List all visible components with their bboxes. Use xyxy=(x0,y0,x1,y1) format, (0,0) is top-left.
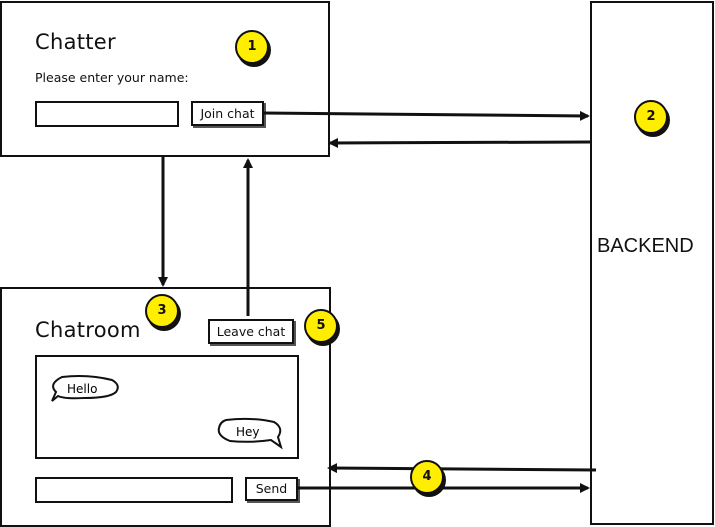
chatter-panel: Chatter Please enter your name: Join cha… xyxy=(0,1,330,157)
chatter-title: Chatter xyxy=(35,30,116,54)
step-marker-5: 5 xyxy=(304,309,338,343)
speech-bubble-hello xyxy=(51,375,119,402)
step-marker-4: 4 xyxy=(410,460,444,494)
step-marker-2: 2 xyxy=(634,100,668,134)
leave-chat-button[interactable]: Leave chat xyxy=(208,319,294,344)
step-marker-1: 1 xyxy=(235,30,269,64)
arrow-backend-to-chatter xyxy=(328,137,591,148)
step-marker-3: 3 xyxy=(145,294,179,328)
send-button[interactable]: Send xyxy=(245,477,298,501)
message-hey: Hey xyxy=(236,425,260,439)
name-prompt: Please enter your name: xyxy=(35,70,189,85)
message-input[interactable] xyxy=(35,477,233,503)
message-hello: Hello xyxy=(67,382,97,396)
arrow-join-to-backend xyxy=(262,110,590,121)
join-chat-button[interactable]: Join chat xyxy=(191,101,264,126)
speech-bubble-hey xyxy=(217,417,283,450)
chatroom-panel: Chatroom Leave chat Send xyxy=(0,287,331,527)
backend-panel xyxy=(590,1,714,525)
backend-label: BACKEND xyxy=(597,235,694,257)
arrow-backend-to-chatroom xyxy=(327,463,597,474)
chatroom-title: Chatroom xyxy=(35,318,141,342)
name-input[interactable] xyxy=(35,101,179,127)
